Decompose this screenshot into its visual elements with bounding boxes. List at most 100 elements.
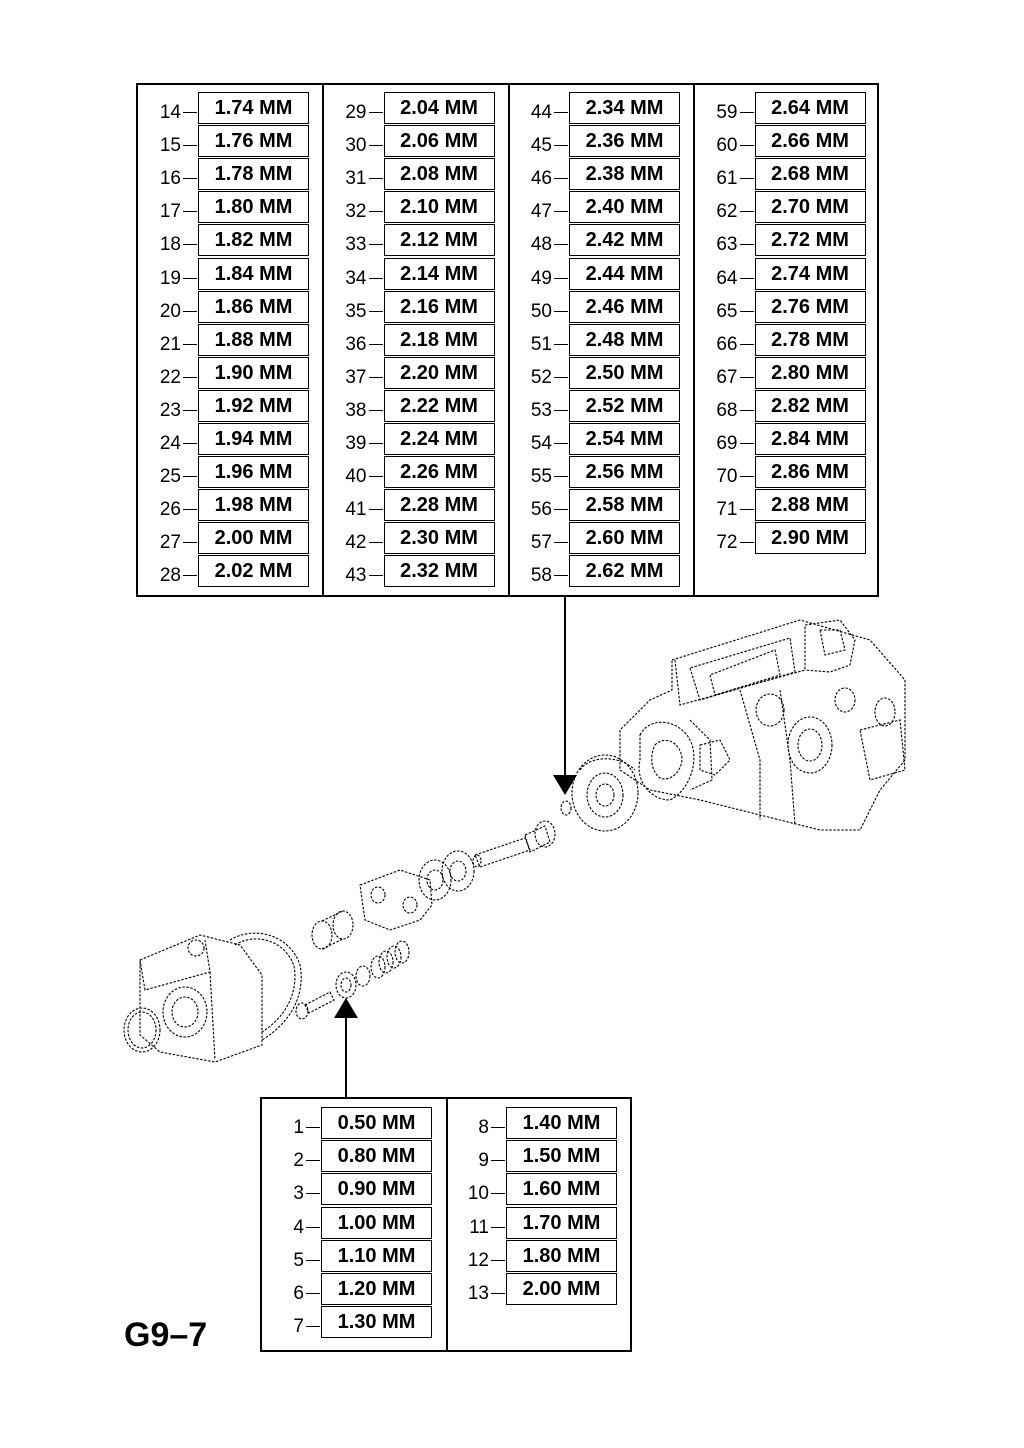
callout-number: 32 bbox=[345, 201, 367, 223]
shim-size-box: 2.82 MM bbox=[754, 389, 866, 422]
shim-size-box: 1.20 MM bbox=[321, 1273, 432, 1305]
leader-dash bbox=[554, 509, 568, 511]
callout-number: 34 bbox=[345, 267, 367, 289]
callout-number: 31 bbox=[345, 168, 367, 190]
shim-size-box: 2.26 MM bbox=[383, 456, 495, 489]
leader-dash bbox=[491, 1127, 505, 1128]
shim-size-box: 2.38 MM bbox=[569, 158, 680, 191]
leader-dash bbox=[554, 476, 568, 478]
leader-dash bbox=[183, 509, 197, 511]
leader-dash bbox=[368, 178, 383, 180]
callout-number: 16 bbox=[159, 168, 181, 190]
callout-number: 59 bbox=[716, 102, 738, 123]
leader-dash bbox=[491, 1226, 505, 1228]
shim-size-box: 2.64 MM bbox=[754, 92, 866, 124]
shim-size-box: 2.44 MM bbox=[569, 257, 680, 290]
callout-number: 11 bbox=[469, 1216, 489, 1238]
leader-dash bbox=[183, 409, 197, 411]
shim-size-box: 1.10 MM bbox=[321, 1239, 432, 1272]
shim-size-box: 2.72 MM bbox=[754, 224, 866, 257]
callout-number: 20 bbox=[159, 300, 181, 322]
shim-size-box: 2.18 MM bbox=[383, 323, 495, 356]
leader-dash bbox=[491, 1193, 505, 1195]
leader-dash bbox=[739, 476, 754, 478]
leader-dash bbox=[554, 575, 568, 577]
callout-number: 5 bbox=[293, 1249, 304, 1271]
shim-size-box: 1.96 MM bbox=[198, 456, 309, 489]
leader-dash bbox=[491, 1293, 505, 1294]
shim-size-box: 0.50 MM bbox=[321, 1107, 432, 1139]
leader-dash bbox=[306, 1226, 320, 1228]
callout-number: 28 bbox=[159, 565, 181, 587]
callout-number: 33 bbox=[345, 234, 367, 256]
callout-number: 37 bbox=[345, 366, 367, 388]
shim-size-box: 2.20 MM bbox=[383, 356, 495, 389]
column-divider bbox=[322, 85, 324, 595]
callout-number: 66 bbox=[716, 333, 738, 355]
callout-number: 71 bbox=[716, 499, 738, 521]
callout-number: 54 bbox=[530, 433, 552, 454]
bracket-plate bbox=[359, 869, 433, 931]
leader-dash bbox=[739, 343, 754, 345]
shim-size-box: 2.28 MM bbox=[383, 489, 495, 522]
shim-size-box: 2.08 MM bbox=[383, 158, 495, 191]
leader-dash bbox=[554, 409, 568, 411]
shim-size-box: 1.98 MM bbox=[198, 489, 309, 522]
callout-number: 18 bbox=[159, 234, 181, 256]
callout-number: 50 bbox=[530, 300, 552, 322]
shim-size-box: 1.90 MM bbox=[198, 356, 309, 389]
top-row-37: 37 2.20 MM bbox=[339, 356, 499, 391]
leader-dash bbox=[306, 1326, 320, 1328]
shim-size-box: 2.34 MM bbox=[569, 92, 680, 124]
shim-size-box: 1.40 MM bbox=[506, 1107, 617, 1139]
shim-size-box: 2.30 MM bbox=[383, 522, 495, 555]
callout-number: 40 bbox=[345, 466, 367, 488]
leader-dash bbox=[739, 112, 754, 113]
callout-number: 39 bbox=[345, 433, 367, 454]
flange-plate bbox=[571, 754, 639, 832]
shim-size-box: 1.88 MM bbox=[198, 323, 309, 356]
callout-number: 27 bbox=[159, 532, 181, 554]
leader-dash bbox=[739, 244, 754, 246]
o-ring-large bbox=[123, 1007, 161, 1053]
leader-dash bbox=[183, 443, 197, 444]
top-row-40: 40 2.26 MM bbox=[339, 456, 499, 490]
shim-size-box: 2.68 MM bbox=[754, 158, 866, 191]
callout-number: 41 bbox=[345, 499, 367, 521]
leader-dash bbox=[306, 1293, 320, 1294]
callout-number: 69 bbox=[716, 433, 738, 454]
shim-size-box: 2.04 MM bbox=[383, 92, 495, 124]
shim-size-box: 2.80 MM bbox=[754, 356, 866, 389]
shim-size-box: 2.36 MM bbox=[569, 125, 680, 158]
shim-size-box: 2.74 MM bbox=[754, 257, 866, 290]
leader-dash bbox=[183, 575, 197, 577]
